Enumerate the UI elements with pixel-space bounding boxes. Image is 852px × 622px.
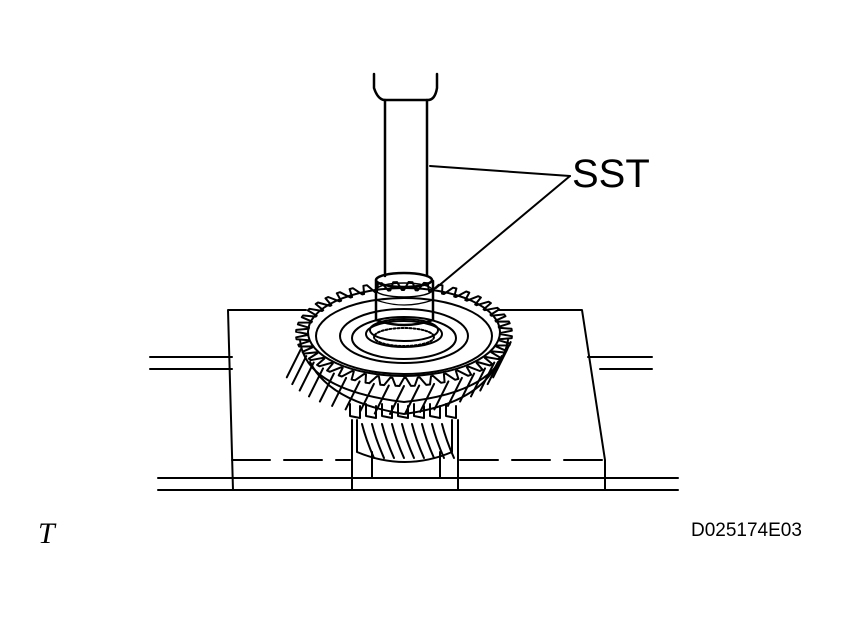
sst-callout-label: SST bbox=[572, 152, 650, 196]
lower-gear-tooth bbox=[381, 423, 395, 459]
lower-gear-tooth bbox=[411, 423, 425, 459]
sst-press-tool bbox=[372, 72, 439, 327]
lower-gear-tooth bbox=[431, 423, 445, 459]
bearing-race bbox=[365, 318, 443, 348]
lower-gear-tooth bbox=[421, 423, 435, 459]
lower-gear-tooth bbox=[361, 423, 375, 459]
spline-block bbox=[349, 403, 361, 419]
lower-helical-gear bbox=[356, 419, 455, 479]
corner-mark: T bbox=[38, 517, 55, 550]
counter-gear bbox=[285, 281, 513, 419]
sst-leader-lines bbox=[429, 165, 571, 289]
spline-block bbox=[429, 403, 441, 419]
figure-id: D025174E03 bbox=[691, 520, 802, 541]
lower-gear-tooth bbox=[371, 423, 385, 459]
spline-block bbox=[397, 403, 409, 419]
lower-gear-tooth bbox=[391, 423, 405, 459]
spline-block bbox=[381, 403, 393, 419]
bench-rails bbox=[149, 356, 679, 491]
spline-block bbox=[365, 403, 377, 419]
lower-gear-tooth bbox=[441, 423, 455, 459]
lower-gear-tooth bbox=[401, 423, 415, 459]
spline-block bbox=[413, 403, 425, 419]
press-support-blocks bbox=[227, 309, 606, 491]
spline-block bbox=[445, 403, 457, 419]
